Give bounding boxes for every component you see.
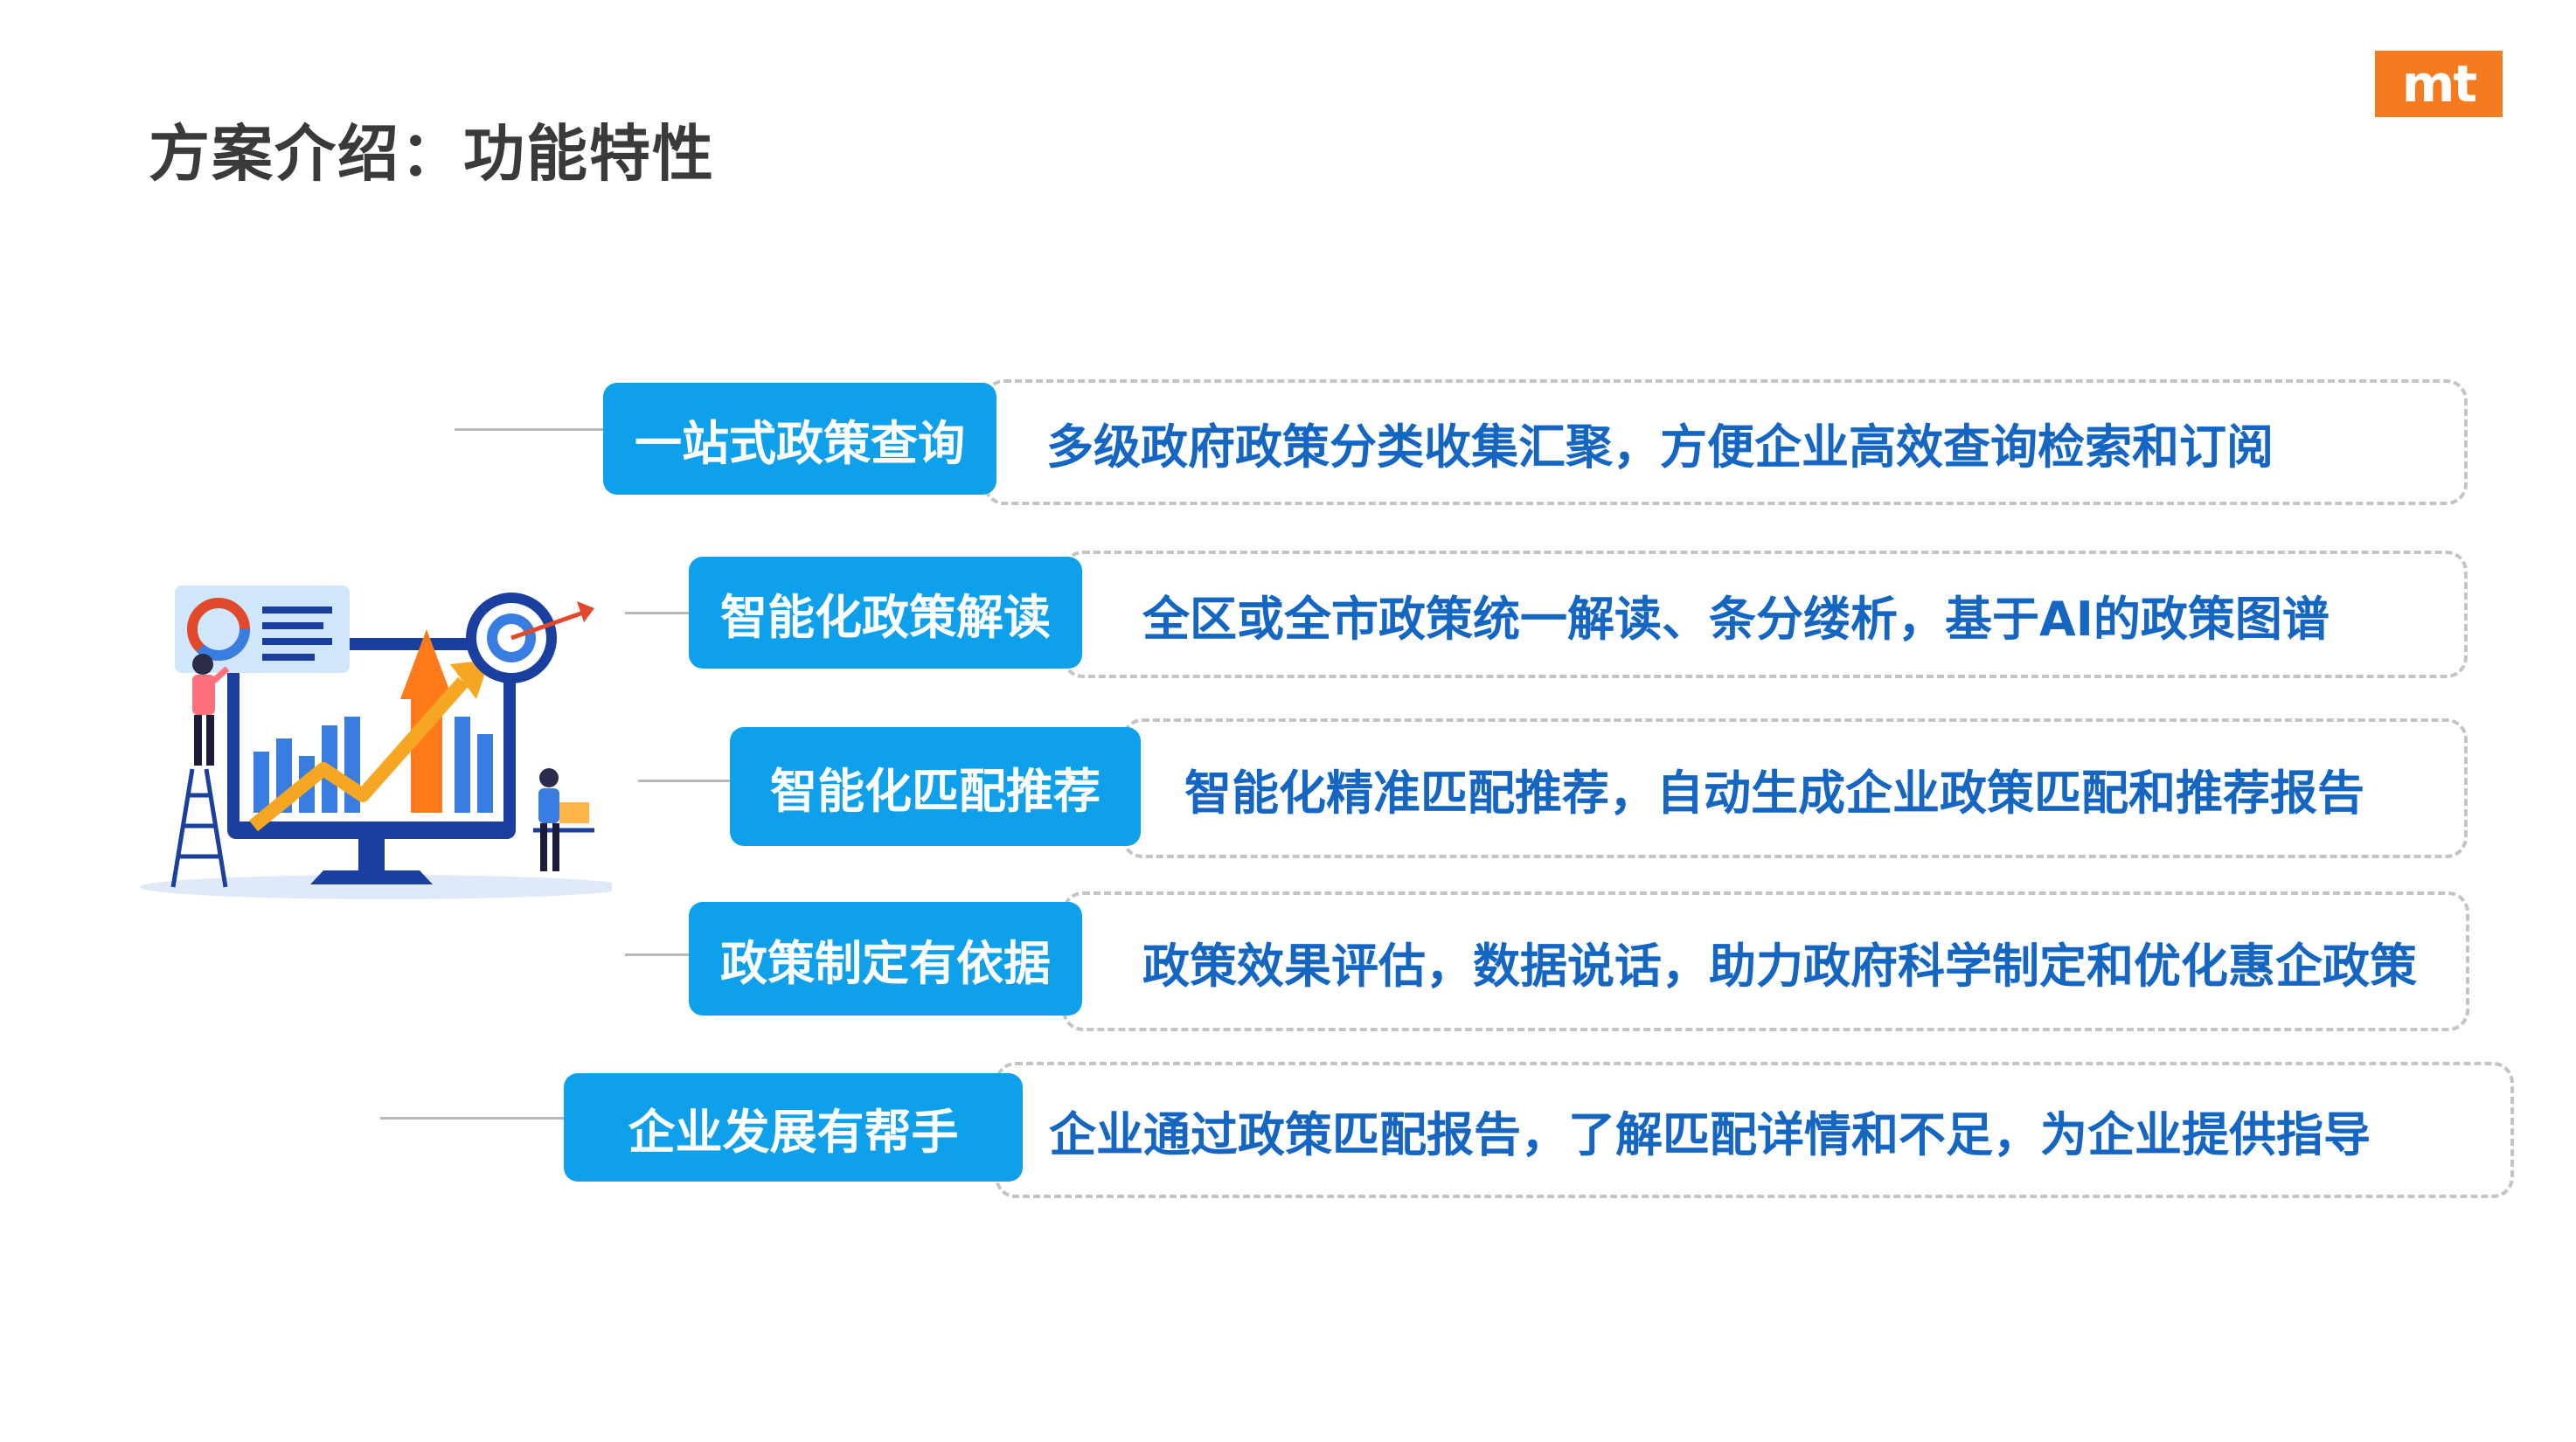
- feature-description: 多级政府政策分类收集汇聚，方便企业高效查询检索和订阅: [1046, 419, 2274, 475]
- feature-label: 一站式政策查询: [635, 415, 965, 471]
- page-title: 方案介绍：功能特性: [149, 118, 715, 190]
- feature-description: 全区或全市政策统一解读、条分缕析，基于AI的政策图谱: [1142, 591, 2330, 647]
- feature-label: 智能化政策解读: [720, 589, 1051, 645]
- analytics-illustration: [140, 586, 612, 899]
- feature-description-box: 企业通过政策匹配报告，了解匹配详情和不足，为企业提供指导: [995, 1062, 2514, 1198]
- brand-logo: mt: [2375, 51, 2503, 117]
- dashboard-card-icon: [175, 586, 350, 673]
- feature-label-box: 政策制定有依据: [689, 902, 1082, 1016]
- feature-description: 智能化精准匹配推荐，自动生成企业政策匹配和推荐报告: [1184, 765, 2364, 821]
- target-icon: [466, 593, 594, 683]
- floor-shadow: [140, 875, 612, 899]
- connector-line: [455, 428, 608, 431]
- feature-description: 企业通过政策匹配报告，了解匹配详情和不足，为企业提供指导: [1049, 1106, 2371, 1162]
- person-on-ladder-icon: [170, 654, 230, 888]
- feature-label: 智能化匹配推荐: [770, 763, 1101, 819]
- logo-text: mt: [2401, 54, 2477, 114]
- feature-label: 政策制定有依据: [720, 935, 1051, 991]
- feature-description-box: 多级政府政策分类收集汇聚，方便企业高效查询检索和订阅: [983, 379, 2468, 505]
- feature-label-box: 智能化政策解读: [689, 557, 1082, 669]
- feature-description-box: 智能化精准匹配推荐，自动生成企业政策匹配和推荐报告: [1121, 718, 2468, 858]
- connector-line: [625, 953, 689, 956]
- person-at-desk-icon: [533, 768, 594, 871]
- connector-line: [638, 780, 730, 782]
- feature-description-box: 全区或全市政策统一解读、条分缕析，基于AI的政策图谱: [1062, 551, 2468, 678]
- feature-label-box: 智能化匹配推荐: [730, 727, 1141, 846]
- feature-label-box: 企业发展有帮手: [564, 1073, 1023, 1182]
- bar-chart-icon: [253, 717, 493, 813]
- connector-line: [380, 1117, 564, 1120]
- feature-description: 政策效果评估，数据说话，助力政府科学制定和优化惠企政策: [1142, 938, 2417, 994]
- feature-description-box: 政策效果评估，数据说话，助力政府科学制定和优化惠企政策: [1062, 891, 2469, 1031]
- feature-label: 企业发展有帮手: [628, 1104, 959, 1160]
- feature-label-box: 一站式政策查询: [603, 383, 996, 495]
- connector-line: [625, 612, 689, 614]
